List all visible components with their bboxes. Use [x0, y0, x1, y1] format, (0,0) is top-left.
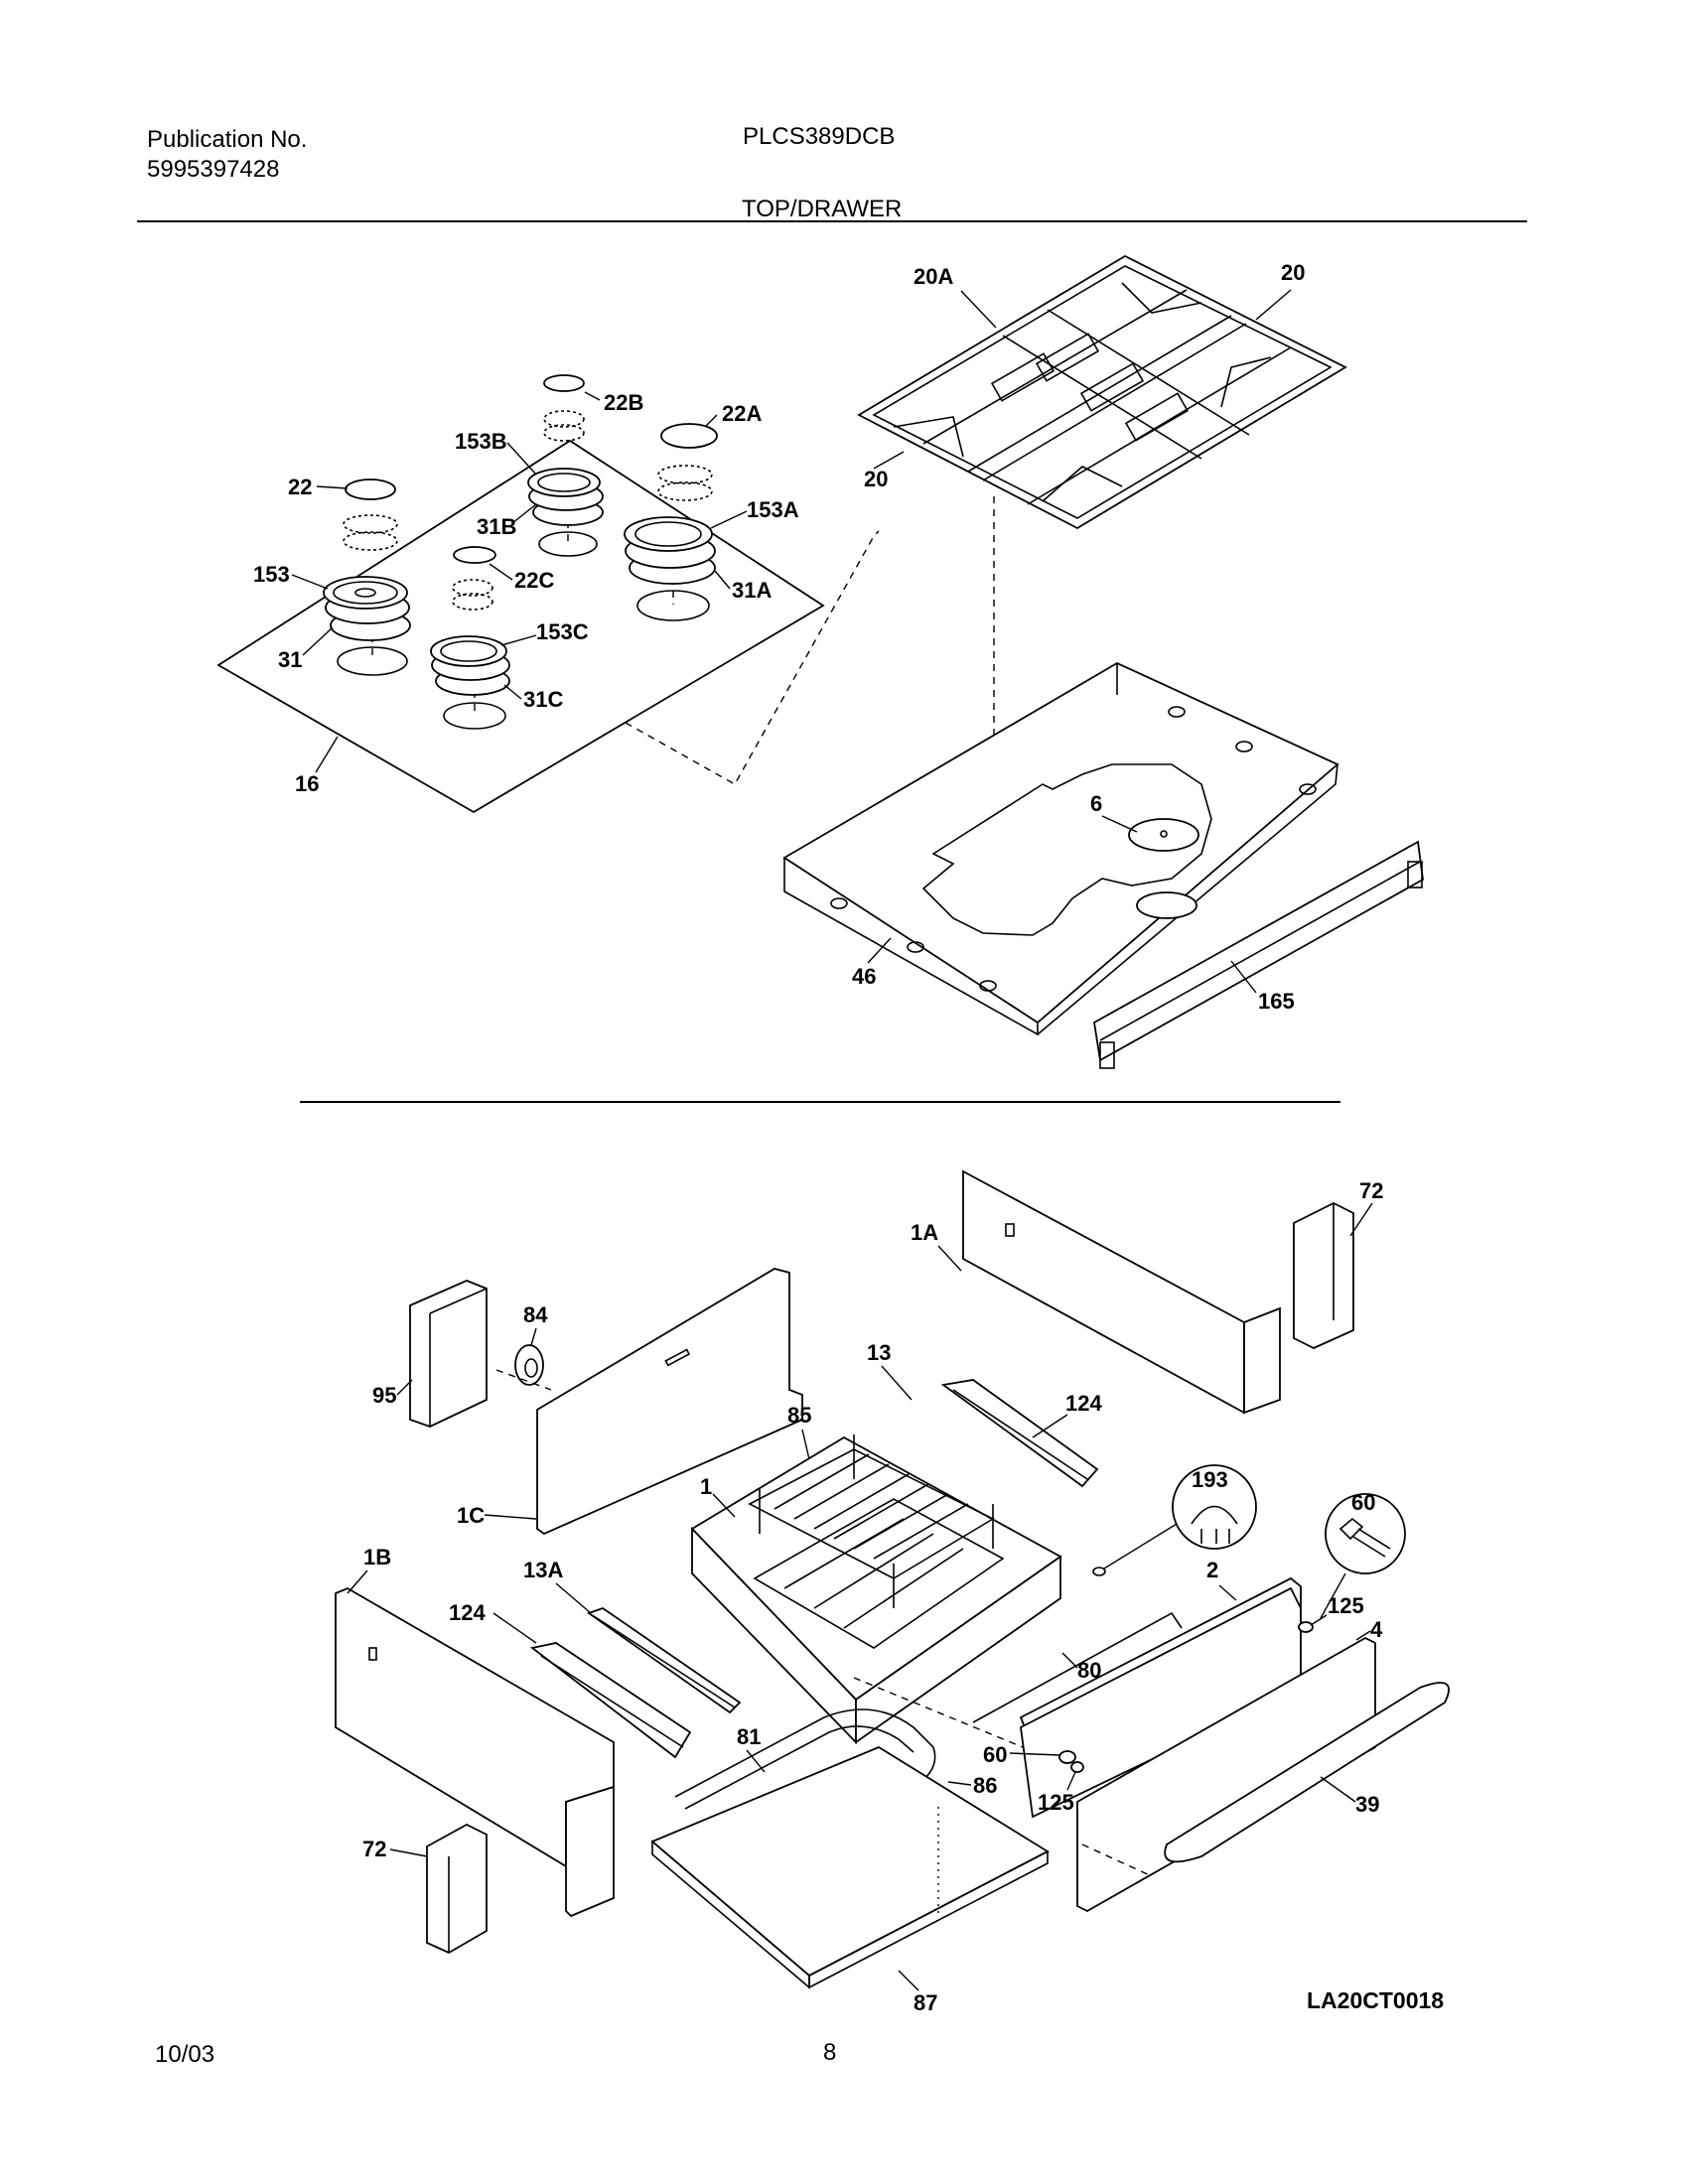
- clip-193-detail: [1092, 1464, 1257, 1576]
- screw-60-detail: [1320, 1493, 1406, 1619]
- callout-2: 2: [1206, 1558, 1218, 1582]
- callout-165: 165: [1258, 989, 1295, 1014]
- callout-22: 22: [288, 475, 312, 499]
- callout-86: 86: [973, 1773, 997, 1798]
- callout-16: 16: [295, 771, 319, 796]
- model-number: PLCS389DCB: [743, 123, 896, 150]
- callout-20-top: 20: [1281, 260, 1305, 285]
- top-section-callouts: 20A 20 20 22B 22A 153B 22 31B 153A 153 2…: [253, 260, 1305, 1014]
- back-panel-1a-part: [962, 1169, 1281, 1415]
- side-panel-1c-part: [536, 1268, 803, 1536]
- callout-1C: 1C: [457, 1503, 485, 1528]
- page-number: 8: [823, 2039, 837, 2066]
- inner-panel-2-part: [972, 1576, 1302, 1819]
- callout-72-top: 72: [1359, 1178, 1383, 1203]
- publication-number: 5995397428: [147, 156, 280, 183]
- grommet-125-part: [1070, 1761, 1084, 1773]
- callout-95: 95: [372, 1383, 396, 1408]
- callout-60-mid: 60: [983, 1742, 1007, 1767]
- callout-22A: 22A: [722, 401, 762, 426]
- callout-1B: 1B: [363, 1545, 391, 1570]
- section-title: TOP/DRAWER: [742, 196, 903, 222]
- callout-22C: 22C: [514, 568, 554, 593]
- callout-1: 1: [700, 1474, 712, 1499]
- callout-31B: 31B: [477, 514, 516, 539]
- callout-124-top: 124: [1065, 1391, 1102, 1416]
- burner-grates-part: [857, 254, 1347, 530]
- burner-box-part: [782, 661, 1339, 1036]
- callout-125-top: 125: [1328, 1593, 1364, 1618]
- part-84: [514, 1344, 544, 1386]
- callout-20-left: 20: [864, 467, 888, 491]
- section-divider: [300, 1101, 1340, 1103]
- callout-6: 6: [1090, 791, 1102, 816]
- grommet-125-top-part: [1298, 1621, 1314, 1633]
- callout-31C: 31C: [523, 687, 563, 712]
- screw-60-part: [1058, 1750, 1076, 1764]
- callout-153B: 153B: [455, 429, 507, 454]
- bracket-72-top-part: [1293, 1201, 1354, 1349]
- callout-80: 80: [1077, 1658, 1101, 1683]
- callout-39: 39: [1355, 1792, 1379, 1817]
- callout-20A: 20A: [914, 264, 953, 289]
- callout-84: 84: [523, 1302, 548, 1327]
- burner-153-assembly: [323, 478, 411, 676]
- callout-85: 85: [787, 1403, 811, 1428]
- callout-60-top: 60: [1351, 1490, 1375, 1515]
- callout-1A: 1A: [911, 1220, 938, 1245]
- rear-rail-part: [1093, 840, 1424, 1069]
- publication-date: 10/03: [155, 2041, 215, 2068]
- callout-81: 81: [737, 1724, 761, 1749]
- callout-4: 4: [1370, 1617, 1383, 1642]
- drawer-slide-124-left-part: [529, 1642, 692, 1759]
- callout-125-mid: 125: [1038, 1790, 1074, 1815]
- handle-39-part: [1164, 1682, 1450, 1863]
- callout-31A: 31A: [732, 578, 772, 603]
- broil-pan-87-part: [650, 1745, 1050, 1989]
- drawer-slide-13-part: [940, 1379, 1099, 1488]
- callout-72-bottom: 72: [362, 1837, 386, 1861]
- cooktop-alignment-line: [625, 530, 880, 785]
- callout-153A: 153A: [747, 497, 799, 522]
- callout-31: 31: [278, 647, 302, 672]
- callout-153: 153: [253, 562, 290, 587]
- oven-rack-85-part: [748, 1434, 995, 1608]
- drawer-slide-13a-part: [587, 1606, 742, 1714]
- side-panel-1b-part: [335, 1586, 615, 1918]
- callout-22B: 22B: [604, 390, 643, 415]
- bracket-72-bottom-part: [426, 1823, 488, 1955]
- callout-153C: 153C: [536, 619, 589, 644]
- callout-87: 87: [914, 1990, 937, 2015]
- burner-153c-assembly: [430, 546, 510, 730]
- callout-124-left: 124: [449, 1600, 486, 1625]
- bottom-section-callouts: 72 1A 84 95 13 124 85 1 1C 193 60 1B 13A…: [347, 1178, 1383, 2015]
- callout-46: 46: [852, 964, 876, 989]
- burner-153a-assembly: [624, 423, 718, 621]
- callout-13A: 13A: [523, 1558, 563, 1582]
- burner-153b-assembly: [527, 374, 604, 557]
- publication-label: Publication No.: [147, 126, 308, 153]
- callout-193: 193: [1192, 1467, 1228, 1492]
- box-95-part: [409, 1280, 488, 1428]
- drawer-1-part: [690, 1435, 1062, 1745]
- callout-13: 13: [867, 1340, 891, 1365]
- drawing-code: LA20CT0018: [1307, 1987, 1445, 2013]
- header-rule: [137, 220, 1527, 222]
